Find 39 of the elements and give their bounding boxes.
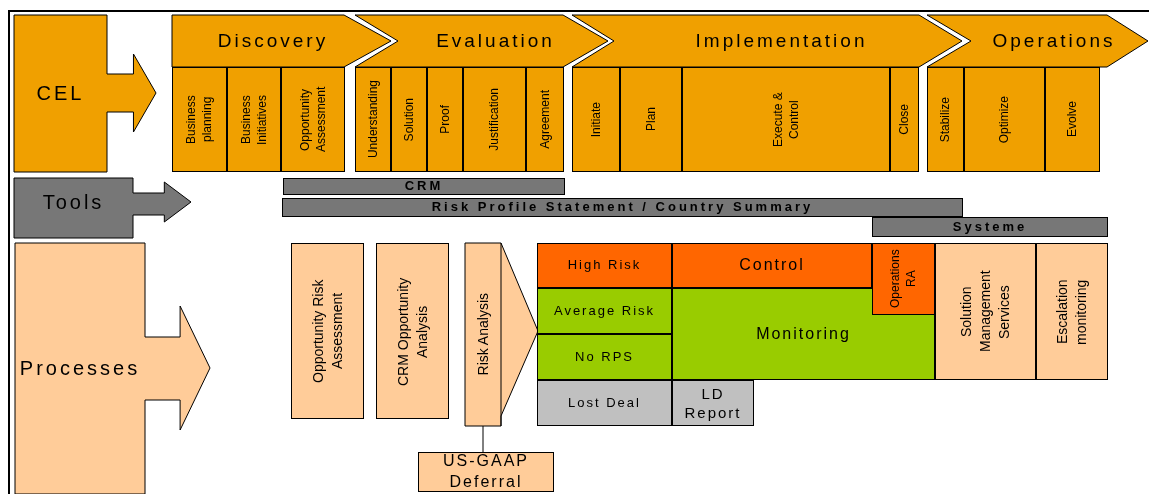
tool-bar: CRM [283,178,565,195]
step-box: Stabilize [927,67,964,172]
phase-chevron: Implementation [572,15,962,67]
phase-chevron: Operations [927,15,1148,67]
step-box: Execute & Control [682,67,890,172]
step-box: Agreement [526,67,564,172]
category-box: Control [672,243,872,288]
step-box: Proof [427,67,463,172]
category-box: High Risk [537,243,672,288]
category-box: LD Report [672,380,754,426]
step-box: Solution [391,67,427,172]
tool-bar: Risk Profile Statement / Country Summary [282,198,963,217]
row-heading-shape: Processes [15,243,210,494]
step-box: Optimize [964,67,1045,172]
step-box: Understanding [355,67,391,172]
step-box: Opportunity Assessment [281,67,345,172]
step-box: Operations RA [872,243,935,315]
row-heading-shape: CEL [14,15,156,172]
phase-chevron: Evaluation [355,15,608,67]
step-box: Justification [463,67,526,172]
step-box: Initiate [572,67,620,172]
step-box: Evolve [1045,67,1100,172]
step-box: Business Initiatives [227,67,281,172]
process-box: Escalation monitoring [1036,243,1108,380]
step-box: Business planning [172,67,227,172]
step-box: Close [890,67,919,172]
connector-line [482,425,484,453]
category-box: No RPS [537,334,672,380]
row-heading-shape: Tools [14,178,191,238]
tool-bar: Systeme [872,217,1108,237]
category-box: Average Risk [537,288,672,334]
step-box: Plan [620,67,682,172]
process-box: CRM Opportunity Analysis [376,243,449,419]
phase-chevron: Discovery [172,15,391,67]
category-box: Lost Deal [537,380,672,426]
process-box: Opportunity Risk Assessment [291,243,364,419]
process-box: Solution Management Services [935,243,1036,380]
category-box: US-GAAP Deferral [418,452,554,492]
pentagon-arrow: Risk Analysis [465,243,538,426]
